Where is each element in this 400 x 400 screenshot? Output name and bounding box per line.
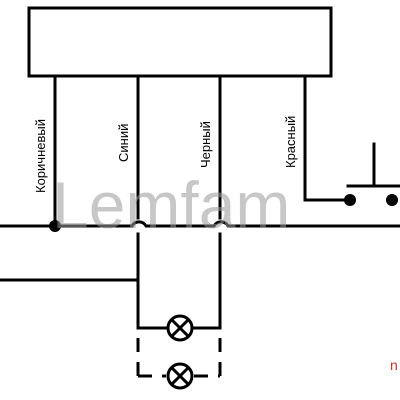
label-red: Красный: [283, 116, 298, 168]
corner-mark: n: [390, 357, 398, 373]
label-brown: Коричневый: [33, 119, 48, 193]
device-box: [27, 6, 333, 78]
junction-dot: [49, 220, 61, 232]
label-black: Черный: [198, 121, 213, 168]
watermark: Lemfam: [52, 168, 290, 242]
main-line: [0, 220, 400, 228]
switch-contact-left: [344, 194, 356, 206]
lamp-1-icon: [166, 314, 194, 342]
label-blue: Синий: [116, 124, 131, 162]
lamp-2-icon: [166, 362, 194, 390]
switch-contact-right: [386, 194, 398, 206]
